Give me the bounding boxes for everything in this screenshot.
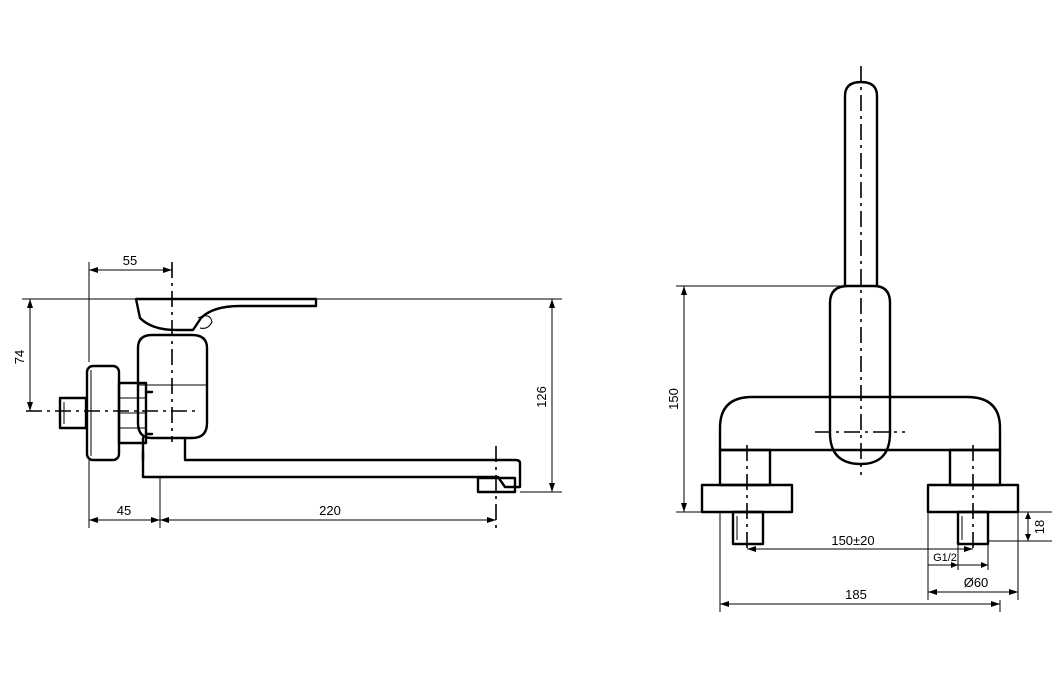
dim-g12: G1/2 bbox=[928, 544, 989, 570]
side-view: 55 74 126 45 220 bbox=[12, 253, 562, 530]
dim-g12-label: G1/2 bbox=[933, 552, 957, 564]
front-view: 150 150±20 18 G1/2 bbox=[666, 66, 1052, 612]
dim-dia60-label: Ø60 bbox=[964, 575, 989, 590]
dim-220-label: 220 bbox=[319, 503, 341, 518]
dim-185: 185 bbox=[719, 512, 1001, 612]
dim-150pm20: 150±20 bbox=[747, 533, 973, 552]
front-handle-base bbox=[828, 284, 892, 466]
dim-55: 55 bbox=[88, 253, 172, 362]
dim-150: 150 bbox=[666, 285, 845, 513]
dim-18-label: 18 bbox=[1032, 520, 1047, 534]
dim-150-label: 150 bbox=[666, 388, 681, 410]
front-body bbox=[718, 395, 1002, 452]
hex-nut bbox=[117, 381, 154, 445]
dim-185-label: 185 bbox=[845, 587, 867, 602]
dim-dia60: Ø60 bbox=[927, 512, 1019, 600]
rosette-flange bbox=[85, 364, 121, 462]
dim-150pm20-label: 150±20 bbox=[831, 533, 874, 548]
dim-74: 74 bbox=[12, 298, 136, 411]
dim-74-label: 74 bbox=[12, 350, 27, 364]
dim-18: 18 bbox=[988, 511, 1052, 542]
dim-126: 126 bbox=[316, 298, 562, 493]
dim-55-label: 55 bbox=[123, 253, 137, 268]
spout bbox=[141, 448, 522, 494]
dim-45-label: 45 bbox=[117, 503, 131, 518]
wall-connector bbox=[58, 396, 88, 430]
lever-handle bbox=[134, 297, 318, 332]
dim-45-220: 45 220 bbox=[88, 460, 496, 528]
dim-126-label: 126 bbox=[534, 386, 549, 408]
